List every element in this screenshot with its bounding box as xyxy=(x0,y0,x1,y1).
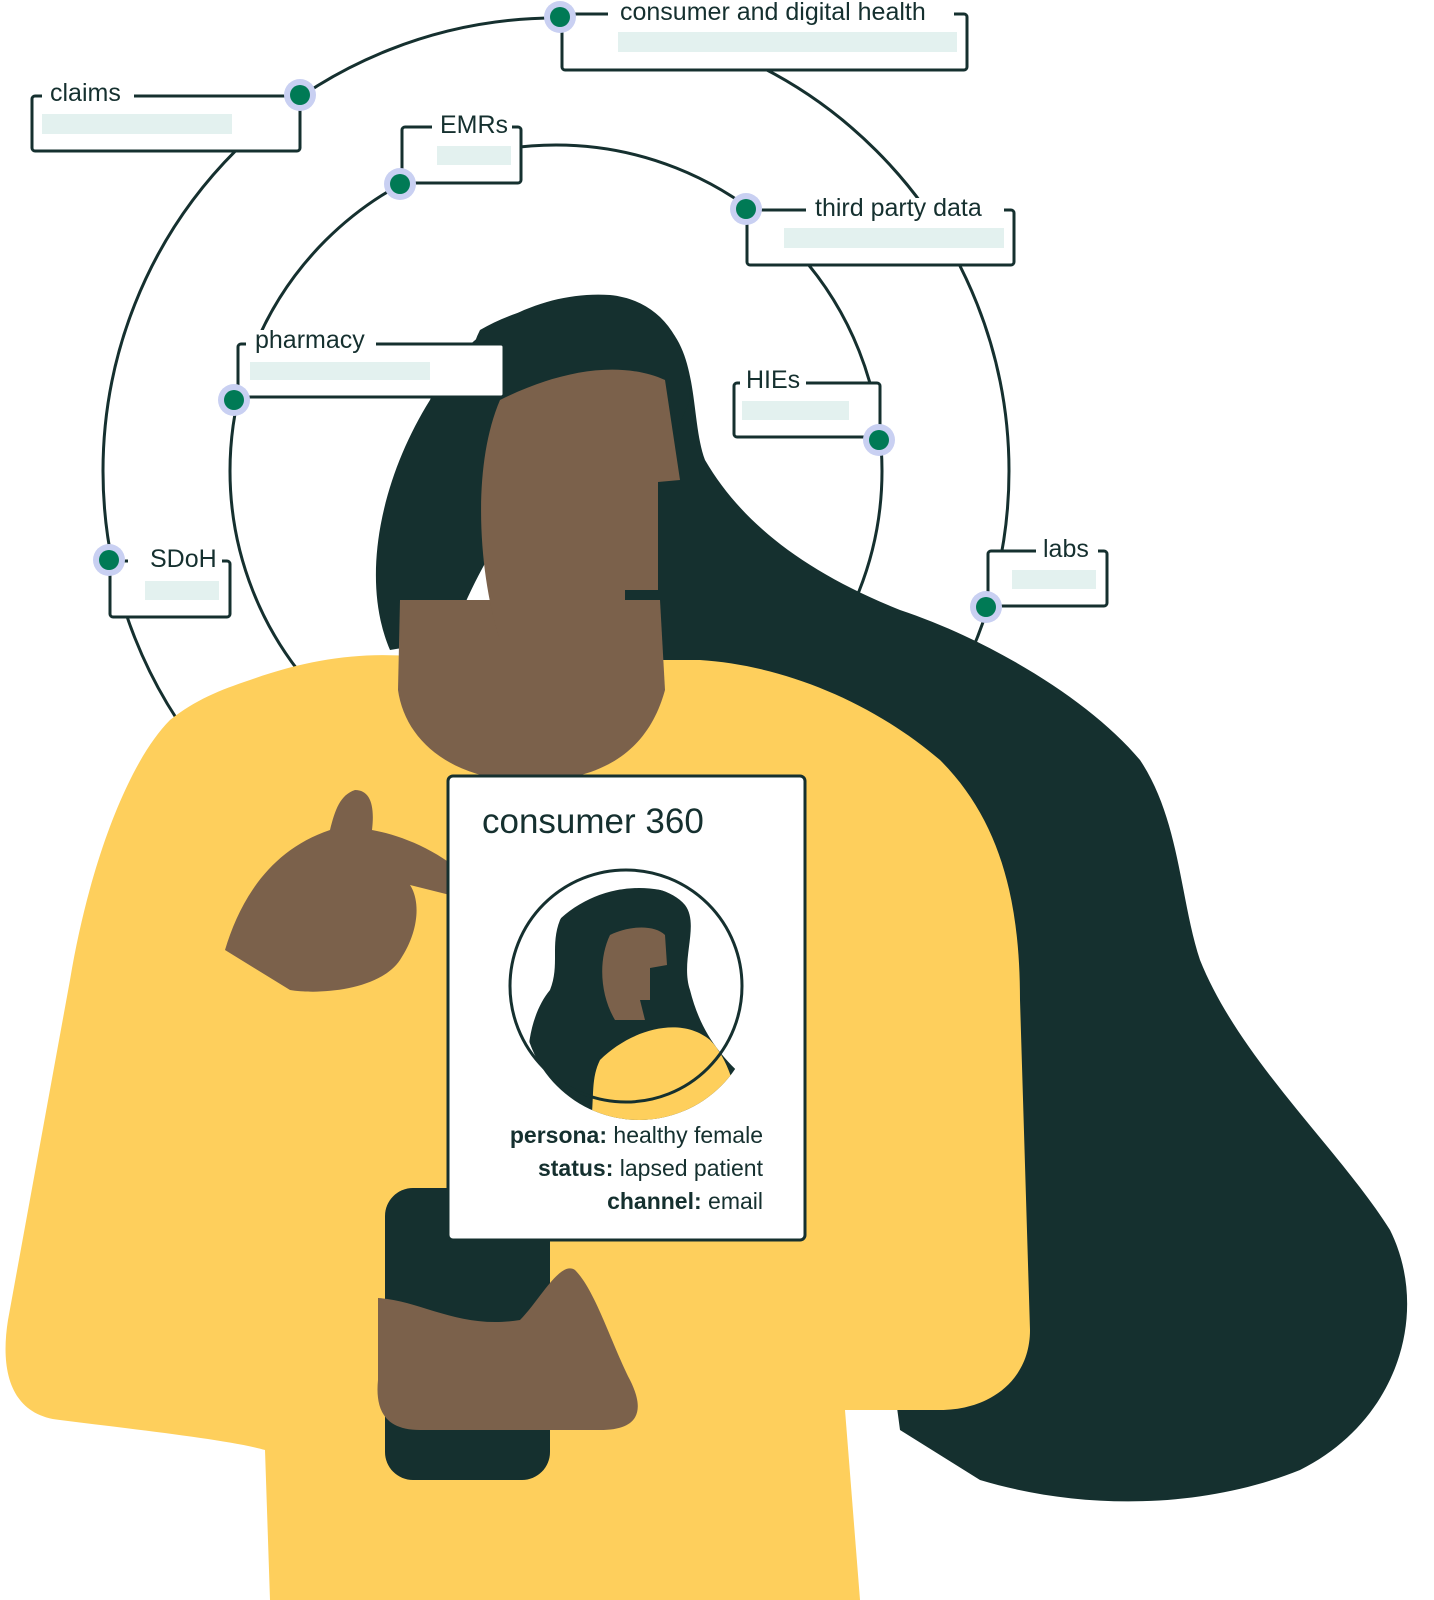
label-gap xyxy=(246,330,376,352)
status-line: status: lapsed patient xyxy=(538,1155,764,1181)
face-shape xyxy=(481,369,680,640)
node-dot-core xyxy=(976,597,996,617)
status-key: status: xyxy=(538,1155,613,1181)
label-gap xyxy=(740,371,806,391)
placeholder-bar xyxy=(784,228,1004,248)
neck-shape xyxy=(398,600,665,782)
node-third-party-data[interactable]: third party data xyxy=(730,193,1016,267)
node-claims[interactable]: claims xyxy=(30,79,316,153)
label-gap xyxy=(42,84,134,104)
node-label: HIEs xyxy=(746,366,800,394)
node-label: consumer and digital health xyxy=(620,0,926,26)
node-label: SDoH xyxy=(150,545,217,573)
placeholder-bar xyxy=(437,146,511,165)
node-label: EMRs xyxy=(440,111,508,139)
channel-key: channel: xyxy=(607,1188,702,1214)
node-dot-core xyxy=(99,550,119,570)
node-emrs[interactable]: EMRs xyxy=(384,111,523,200)
node-labs[interactable]: labs xyxy=(970,535,1109,623)
node-dot-core xyxy=(224,390,244,410)
node-dot-core xyxy=(550,7,570,27)
label-gap xyxy=(608,4,954,24)
label-gap xyxy=(806,198,1004,218)
node-pharmacy[interactable]: pharmacy xyxy=(218,326,506,416)
node-label: pharmacy xyxy=(255,326,365,354)
node-dot-core xyxy=(290,85,310,105)
placeholder-bar xyxy=(1012,570,1096,589)
node-label: claims xyxy=(50,79,121,107)
label-gap xyxy=(128,548,222,568)
node-label: labs xyxy=(1043,535,1089,563)
avatar-portrait-icon xyxy=(508,868,755,1120)
label-gap xyxy=(432,115,512,135)
node-dot-core xyxy=(736,199,756,219)
status-value: lapsed patient xyxy=(620,1155,764,1181)
placeholder-bar xyxy=(145,581,219,600)
card-title: consumer 360 xyxy=(482,802,704,841)
channel-line: channel: email xyxy=(607,1188,763,1214)
node-dot-core xyxy=(390,174,410,194)
pointing-hand-shape xyxy=(225,790,480,992)
placeholder-bar xyxy=(742,401,849,420)
label-gap xyxy=(1036,538,1098,558)
placeholder-bar xyxy=(618,32,957,52)
data-source-nodes: consumer and digital health claims EMRs xyxy=(30,0,1109,623)
node-dot-core xyxy=(869,430,889,450)
consumer-360-card[interactable]: consumer 360 persona: healthy female sta… xyxy=(446,774,807,1242)
placeholder-bar xyxy=(42,114,232,134)
persona-line: persona: healthy female xyxy=(510,1122,763,1148)
persona-value: healthy female xyxy=(613,1122,763,1148)
avatar-ring xyxy=(508,868,744,1104)
node-label: third party data xyxy=(815,194,982,222)
channel-value: email xyxy=(708,1188,763,1214)
node-consumer-digital-health[interactable]: consumer and digital health xyxy=(544,0,969,72)
persona-key: persona: xyxy=(510,1122,607,1148)
placeholder-bar xyxy=(250,362,430,380)
node-sdoh[interactable]: SDoH xyxy=(93,544,232,619)
node-hies[interactable]: HIEs xyxy=(732,366,895,456)
lower-hand-shape xyxy=(377,1268,638,1430)
